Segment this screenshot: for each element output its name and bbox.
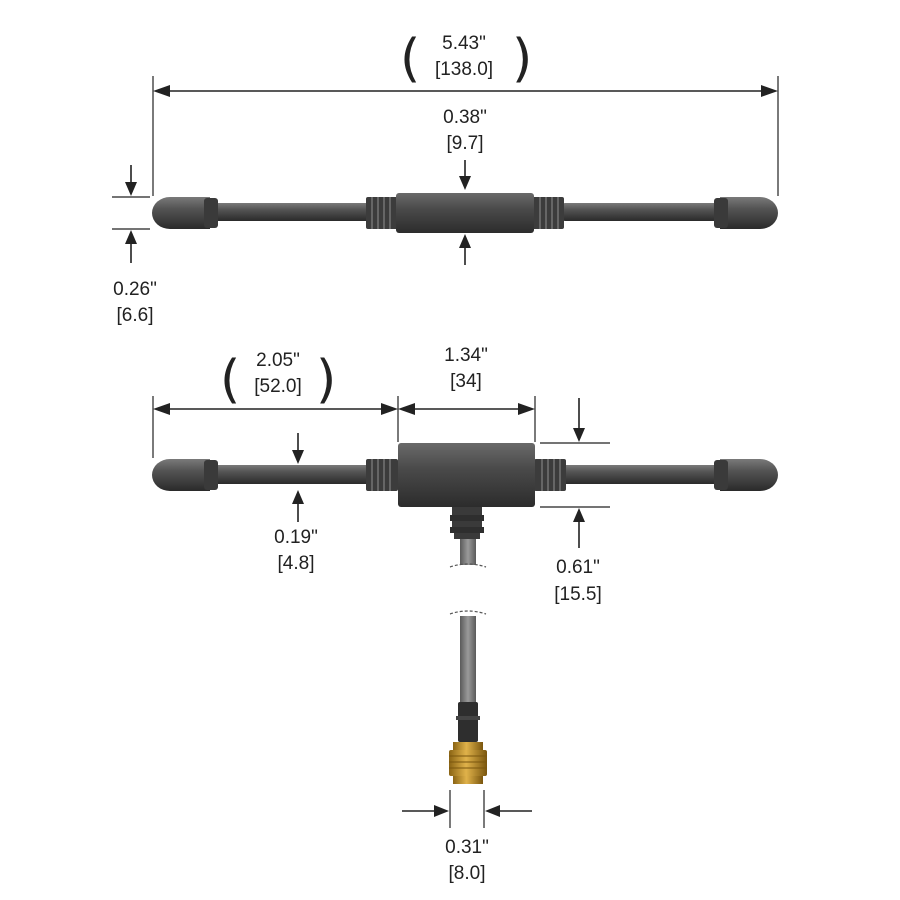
front-hub-height-inch: 0.61" — [556, 557, 600, 578]
rod-diameter-mm: [6.6] — [117, 305, 154, 326]
left-cap-ring — [204, 198, 218, 228]
connector-width-inch: 0.31" — [445, 837, 489, 858]
left-end-cap — [152, 197, 210, 229]
right-cap-ring — [714, 460, 728, 490]
connector-width-dimension: 0.31" [8.0] — [402, 790, 532, 884]
arrowhead-right-icon — [761, 85, 778, 97]
arrowhead-right-icon — [381, 403, 398, 415]
paren-left: ( — [400, 29, 420, 89]
arrowhead-left-icon — [398, 403, 415, 415]
right-collar — [532, 197, 564, 229]
antenna-front — [152, 443, 778, 784]
arm-length-dimension: ( ) 2.05" [52.0] — [152, 350, 399, 458]
top-hub-height-inch: 0.38" — [443, 107, 487, 128]
left-collar — [366, 197, 398, 229]
arrowhead-up-icon — [125, 230, 137, 244]
right-cap-ring — [714, 198, 728, 228]
right-collar — [534, 459, 566, 491]
cable-break-bottom — [449, 610, 487, 615]
arrowhead-left-icon — [485, 805, 500, 817]
rod-thickness-mm: [4.8] — [278, 553, 315, 574]
rod-diameter-inch: 0.26" — [113, 279, 157, 300]
right-rod — [562, 203, 732, 221]
hub-top — [396, 193, 534, 233]
arrowhead-up-icon — [292, 490, 304, 504]
antenna-top — [152, 193, 778, 233]
top-view: ( ) 5.43" [138.0] 0.38" [9.7] — [112, 29, 779, 326]
left-rod — [200, 465, 370, 484]
paren-right: ) — [512, 29, 532, 89]
front-hub-height-dimension: 0.61" [15.5] — [540, 398, 610, 605]
hub-front — [398, 443, 535, 507]
front-hub-height-mm: [15.5] — [554, 584, 602, 605]
hub-width-dimension: 1.34" [34] — [398, 345, 536, 442]
arrowhead-down-icon — [292, 450, 304, 464]
right-end-cap — [720, 197, 778, 229]
paren-right: ) — [316, 350, 336, 410]
arrowhead-up-icon — [573, 508, 585, 522]
cable-upper — [460, 539, 476, 565]
connector-width-mm: [8.0] — [449, 863, 486, 884]
arrowhead-right-icon — [518, 403, 535, 415]
paren-left: ( — [220, 350, 240, 410]
strain-relief — [450, 507, 484, 539]
top-hub-height-mm: [9.7] — [447, 133, 484, 154]
arrowhead-right-icon — [434, 805, 449, 817]
rod-thickness-dimension: 0.19" [4.8] — [274, 433, 318, 574]
arrowhead-up-icon — [459, 234, 471, 248]
hub-width-mm: [34] — [450, 371, 482, 392]
left-rod — [200, 203, 370, 221]
overall-length-mm: [138.0] — [435, 59, 493, 80]
arm-length-mm: [52.0] — [254, 376, 302, 397]
left-end-cap — [152, 459, 210, 491]
left-cap-ring — [204, 460, 218, 490]
front-view: ( ) 2.05" [52.0] 1.34" [34] 0.19" [ — [152, 345, 778, 884]
arrowhead-down-icon — [573, 428, 585, 442]
arrowhead-left-icon — [153, 85, 170, 97]
rod-diameter-dimension: 0.26" [6.6] — [112, 165, 157, 326]
right-rod — [562, 465, 732, 484]
arrowhead-left-icon — [153, 403, 170, 415]
arrowhead-down-icon — [459, 176, 471, 190]
sma-connector — [449, 702, 487, 784]
right-end-cap — [720, 459, 778, 491]
cable-lower — [460, 616, 476, 702]
top-hub-height-dimension: 0.38" [9.7] — [443, 107, 487, 265]
arm-length-inch: 2.05" — [256, 350, 300, 371]
hub-width-inch: 1.34" — [444, 345, 488, 366]
overall-length-inch: 5.43" — [442, 33, 486, 54]
rod-thickness-inch: 0.19" — [274, 527, 318, 548]
left-collar — [366, 459, 398, 491]
arrowhead-down-icon — [125, 182, 137, 196]
overall-length-dimension: ( ) 5.43" [138.0] — [152, 29, 779, 196]
